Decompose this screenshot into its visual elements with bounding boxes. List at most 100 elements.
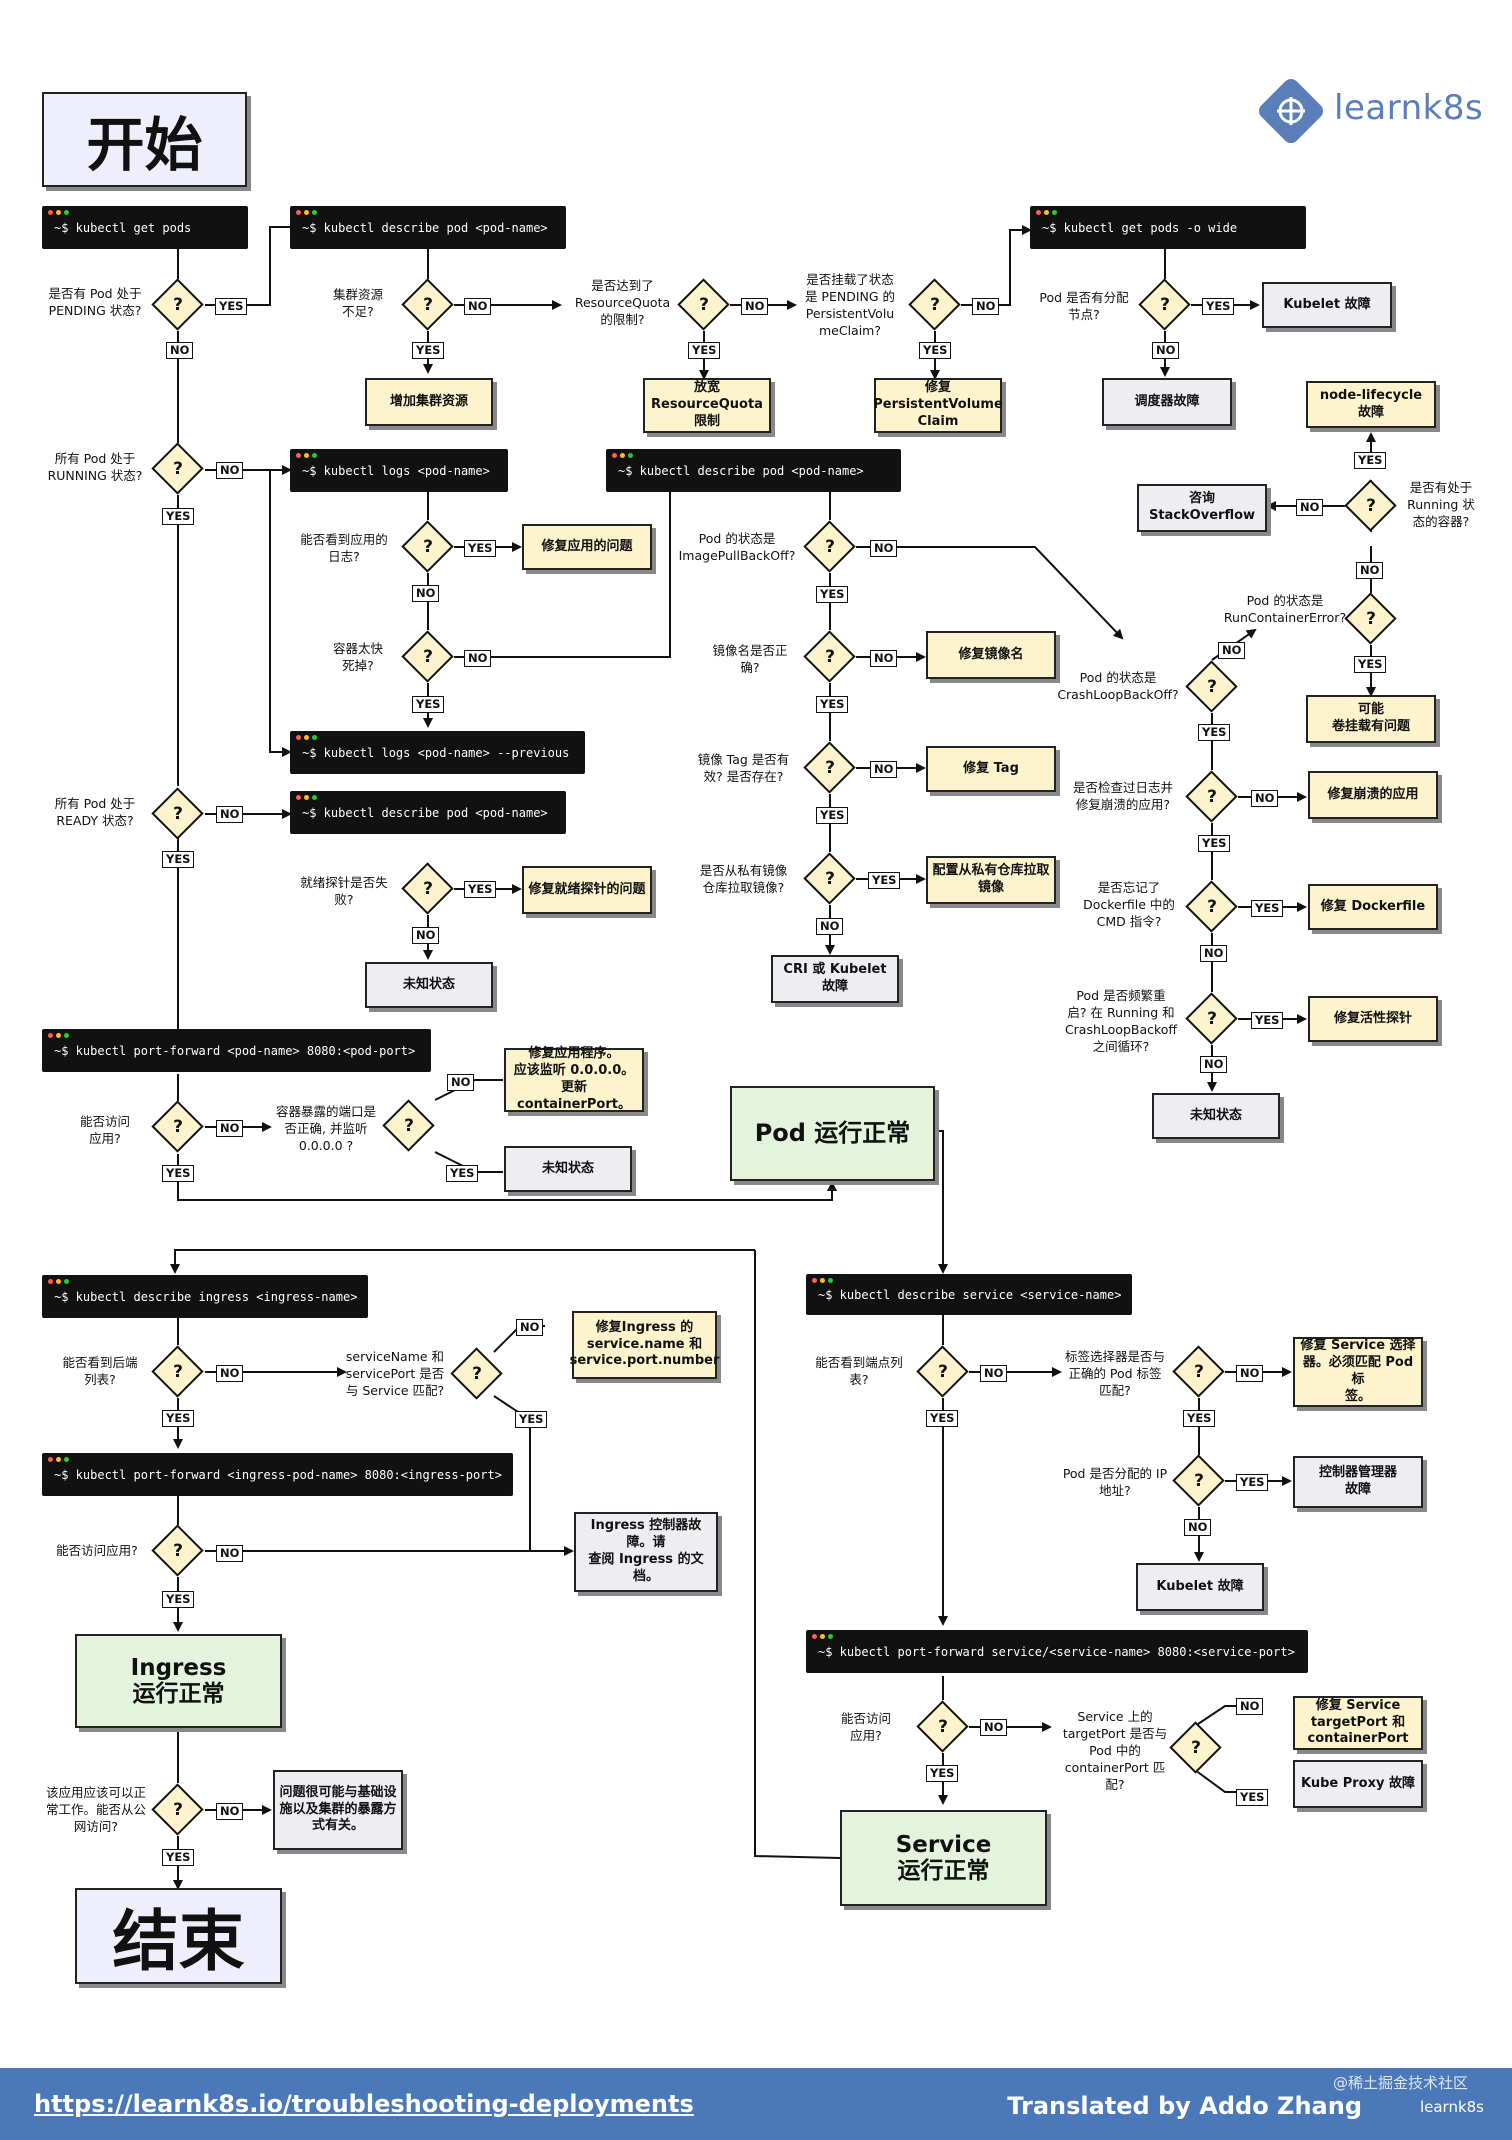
question-mark-icon: ?: [173, 459, 183, 479]
decision-diamond: ?: [1344, 592, 1397, 645]
decision-diamond: ?: [151, 1100, 204, 1153]
question-mark-icon: ?: [1207, 1009, 1217, 1029]
question-mark-icon: ?: [1194, 1362, 1204, 1382]
decision-diamond: ?: [1185, 660, 1238, 713]
question-access-app: 能否访问 应用?: [79, 1114, 130, 1146]
yes-tag: YES: [1236, 1474, 1269, 1491]
cmd-text: ~$ kubectl describe pod <pod-name>: [302, 805, 548, 820]
terminal-dots-icon: [1036, 210, 1057, 216]
cmd-text: ~$ kubectl port-forward service/<service…: [818, 1644, 1295, 1659]
cmd-text: ~$ kubectl logs <pod-name> --previous: [302, 745, 570, 760]
question-image-name: 镜像名是否正 确?: [712, 643, 788, 675]
footer-link[interactable]: https://learnk8s.io/troubleshooting-depl…: [34, 2090, 694, 2118]
question-runcontainererror: Pod 的状态是 RunContainerError?: [1223, 593, 1347, 625]
yes-tag: YES: [926, 1765, 959, 1782]
cmd-get-pods: ~$ kubectl get pods: [42, 206, 248, 249]
cmd-get-pods-wide: ~$ kubectl get pods -o wide: [1030, 206, 1306, 249]
question-crashloop: Pod 的状态是 CrashLoopBackOff?: [1057, 670, 1179, 702]
yes-tag: YES: [1251, 1012, 1284, 1029]
yes-tag: YES: [1236, 1789, 1269, 1806]
question-node-assigned: Pod 是否有分配 节点?: [1039, 290, 1129, 322]
yes-tag: YES: [162, 1849, 195, 1866]
fix-readiness: 修复就绪探针的问题: [522, 866, 652, 914]
decision-diamond: ?: [908, 278, 961, 331]
decision-diamond: ?: [450, 1347, 503, 1400]
question-pending: 是否有 Pod 处于 PENDING 状态?: [48, 286, 142, 318]
no-tag: NO: [1184, 1519, 1212, 1536]
fail-infrastructure: 问题很可能与基础设 施以及集群的暴露方 式有关。: [273, 1770, 403, 1850]
yes-tag: YES: [1251, 900, 1284, 917]
fix-liveness: 修复活性探针: [1308, 996, 1438, 1042]
fix-volume: 可能 卷挂载有问题: [1306, 695, 1436, 743]
cmd-text: ~$ kubectl describe ingress <ingress-nam…: [54, 1289, 358, 1304]
yes-tag: YES: [1183, 1410, 1216, 1427]
no-tag: NO: [166, 342, 194, 359]
question-public-access: 该应用应该可以正 常工作。能否从公 网访问?: [45, 1785, 146, 1834]
decision-diamond: ?: [803, 630, 856, 683]
yes-tag: YES: [1354, 452, 1387, 469]
fix-configure-pull: 配置从私有仓库拉取 镜像: [926, 856, 1056, 904]
question-mark-icon: ?: [825, 647, 835, 667]
no-tag: NO: [1296, 499, 1324, 516]
no-tag: NO: [870, 650, 898, 667]
yes-tag: YES: [162, 851, 195, 868]
no-tag: NO: [870, 540, 898, 557]
ok-service: Service 运行正常: [840, 1810, 1047, 1906]
yes-tag: YES: [1202, 298, 1235, 315]
decision-diamond: ?: [401, 278, 454, 331]
yes-tag: YES: [464, 540, 497, 557]
cmd-port-forward-pod: ~$ kubectl port-forward <pod-name> 8080:…: [42, 1029, 431, 1072]
yes-tag: YES: [816, 696, 849, 713]
fix-image-tag: 修复 Tag: [926, 746, 1056, 792]
decision-diamond: ?: [916, 1700, 969, 1753]
question-dies-fast: 容器太快 死掉?: [332, 641, 383, 673]
decision-diamond: ?: [1169, 1721, 1222, 1774]
question-mark-icon: ?: [938, 1717, 948, 1737]
terminal-dots-icon: [48, 1279, 69, 1285]
cmd-text: ~$ kubectl port-forward <pod-name> 8080:…: [54, 1043, 416, 1058]
question-mark-icon: ?: [173, 1800, 183, 1820]
question-mark-icon: ?: [423, 879, 433, 899]
fix-crashed-app: 修复崩溃的应用: [1308, 771, 1438, 819]
yes-tag: YES: [162, 508, 195, 525]
yes-tag: YES: [412, 342, 445, 359]
cmd-text: ~$ kubectl describe pod <pod-name>: [302, 220, 548, 235]
no-tag: NO: [1236, 1698, 1264, 1715]
decision-diamond: ?: [151, 787, 204, 840]
footer-credit: Translated by Addo Zhang: [1007, 2092, 1362, 2120]
question-endpoints: 能否看到端点列 表?: [815, 1355, 903, 1387]
terminal-dots-icon: [296, 210, 317, 216]
question-mark-icon: ?: [1366, 496, 1376, 516]
terminal-dots-icon: [48, 1457, 69, 1463]
no-tag: NO: [816, 918, 844, 935]
question-quota: 是否达到了 ResourceQuota 的限制?: [574, 278, 671, 327]
fix-app-logs: 修复应用的问题: [522, 524, 652, 570]
no-tag: NO: [972, 298, 1000, 315]
decision-diamond: ?: [803, 741, 856, 794]
decision-diamond: ?: [1344, 479, 1397, 532]
decision-diamond: ?: [1138, 278, 1191, 331]
fail-unknown-1: 未知状态: [365, 962, 493, 1008]
decision-diamond: ?: [1172, 1454, 1225, 1507]
cmd-text: ~$ kubectl port-forward <ingress-pod-nam…: [54, 1467, 502, 1482]
cmd-text: ~$ kubectl get pods -o wide: [1042, 220, 1238, 235]
terminal-dots-icon: [812, 1634, 833, 1640]
question-port-exposed: 容器暴露的端口是 否正确, 并监听 0.0.0.0 ?: [275, 1104, 376, 1153]
question-mark-icon: ?: [1207, 677, 1217, 697]
question-mark-icon: ?: [1160, 295, 1170, 315]
decision-diamond: ?: [151, 1783, 204, 1836]
yes-tag: YES: [412, 696, 445, 713]
yes-tag: YES: [688, 342, 721, 359]
question-pvc-pending: 是否挂载了状态 是 PENDING 的 PersistentVolu meCla…: [804, 272, 896, 338]
no-tag: NO: [412, 927, 440, 944]
decision-diamond: ?: [803, 520, 856, 573]
decision-diamond: ?: [803, 852, 856, 905]
question-ready: 所有 Pod 处于 READY 状态?: [54, 796, 136, 828]
question-target-port: Service 上的 targetPort 是否与 Pod 中的 contain…: [1062, 1709, 1168, 1792]
question-backend-list: 能否看到后端 列表?: [62, 1355, 138, 1387]
question-cluster-resources: 集群资源 不足?: [332, 287, 383, 319]
decision-diamond: ?: [151, 442, 204, 495]
start-box: 开始: [42, 92, 247, 187]
question-imagepull: Pod 的状态是 ImagePullBackOff?: [678, 531, 796, 563]
end-box: 结束: [75, 1888, 282, 1984]
